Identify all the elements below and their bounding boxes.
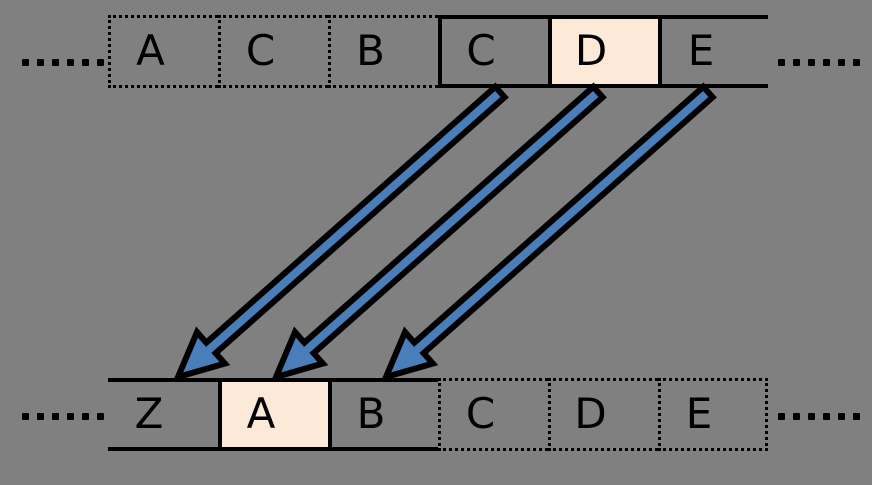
- ellipsis-dot: [97, 59, 104, 66]
- bottom-right-ellipsis: [778, 413, 860, 420]
- shift-arrow-2: [380, 82, 717, 382]
- bottom-cell-5-label: E: [685, 388, 713, 438]
- ellipsis-dot: [67, 59, 74, 66]
- bottom-row-dotted-segment: C D E: [438, 378, 768, 451]
- top-cell-5-label: E: [687, 25, 715, 75]
- arrow-body: [270, 82, 607, 382]
- ellipsis-dot: [838, 59, 845, 66]
- top-cell-3-label: C: [466, 25, 496, 75]
- top-cell-5[interactable]: E: [658, 15, 768, 88]
- top-cell-2[interactable]: B: [328, 15, 438, 88]
- bottom-cell-3-label: C: [465, 388, 496, 438]
- top-row-dotted-segment: A C B: [108, 15, 438, 88]
- bottom-cell-2-label: B: [356, 388, 386, 438]
- ellipsis-dot: [52, 59, 59, 66]
- ellipsis-dot: [823, 413, 830, 420]
- top-cell-1-label: C: [245, 25, 276, 75]
- top-row-solid-segment: C D E: [438, 15, 768, 88]
- ellipsis-dot: [853, 59, 860, 66]
- ellipsis-dot: [823, 59, 830, 66]
- top-left-ellipsis: [22, 59, 104, 66]
- shift-arrow-0: [172, 82, 509, 382]
- ellipsis-dot: [793, 413, 800, 420]
- ellipsis-dot: [22, 413, 29, 420]
- shift-arrow-1: [270, 82, 607, 382]
- top-cell-0[interactable]: A: [108, 15, 218, 88]
- bottom-cell-1-label: A: [246, 388, 276, 438]
- bottom-row-solid-segment: Z A B: [108, 378, 438, 451]
- bottom-cell-2[interactable]: B: [328, 378, 438, 451]
- ellipsis-dot: [778, 59, 785, 66]
- top-cell-4-label: D: [574, 25, 608, 75]
- top-cell-4-highlighted[interactable]: D: [548, 15, 658, 88]
- top-cell-3[interactable]: C: [438, 15, 548, 88]
- ellipsis-dot: [778, 413, 785, 420]
- top-cell-0-label: A: [136, 25, 165, 75]
- ellipsis-dot: [37, 413, 44, 420]
- ellipsis-dot: [793, 59, 800, 66]
- ellipsis-dot: [853, 413, 860, 420]
- top-right-ellipsis: [778, 59, 860, 66]
- ellipsis-dot: [97, 413, 104, 420]
- bottom-cell-4-label: D: [574, 388, 607, 438]
- ellipsis-dot: [808, 413, 815, 420]
- ellipsis-dot: [838, 413, 845, 420]
- bottom-cell-0[interactable]: Z: [108, 378, 218, 451]
- bottom-cell-1-highlighted[interactable]: A: [218, 378, 328, 451]
- ellipsis-dot: [52, 413, 59, 420]
- ellipsis-dot: [22, 59, 29, 66]
- ellipsis-dot: [37, 59, 44, 66]
- bottom-cell-5[interactable]: E: [658, 378, 768, 451]
- ellipsis-dot: [82, 413, 89, 420]
- top-cell-1[interactable]: C: [218, 15, 328, 88]
- arrow-body: [172, 82, 509, 382]
- bottom-cell-4[interactable]: D: [548, 378, 658, 451]
- ellipsis-dot: [808, 59, 815, 66]
- ellipsis-dot: [82, 59, 89, 66]
- ellipsis-dot: [67, 413, 74, 420]
- arrow-body: [380, 82, 717, 382]
- bottom-left-ellipsis: [22, 413, 104, 420]
- bottom-cell-0-label: Z: [134, 388, 164, 438]
- top-cell-2-label: B: [356, 25, 385, 75]
- bottom-cell-3[interactable]: C: [438, 378, 548, 451]
